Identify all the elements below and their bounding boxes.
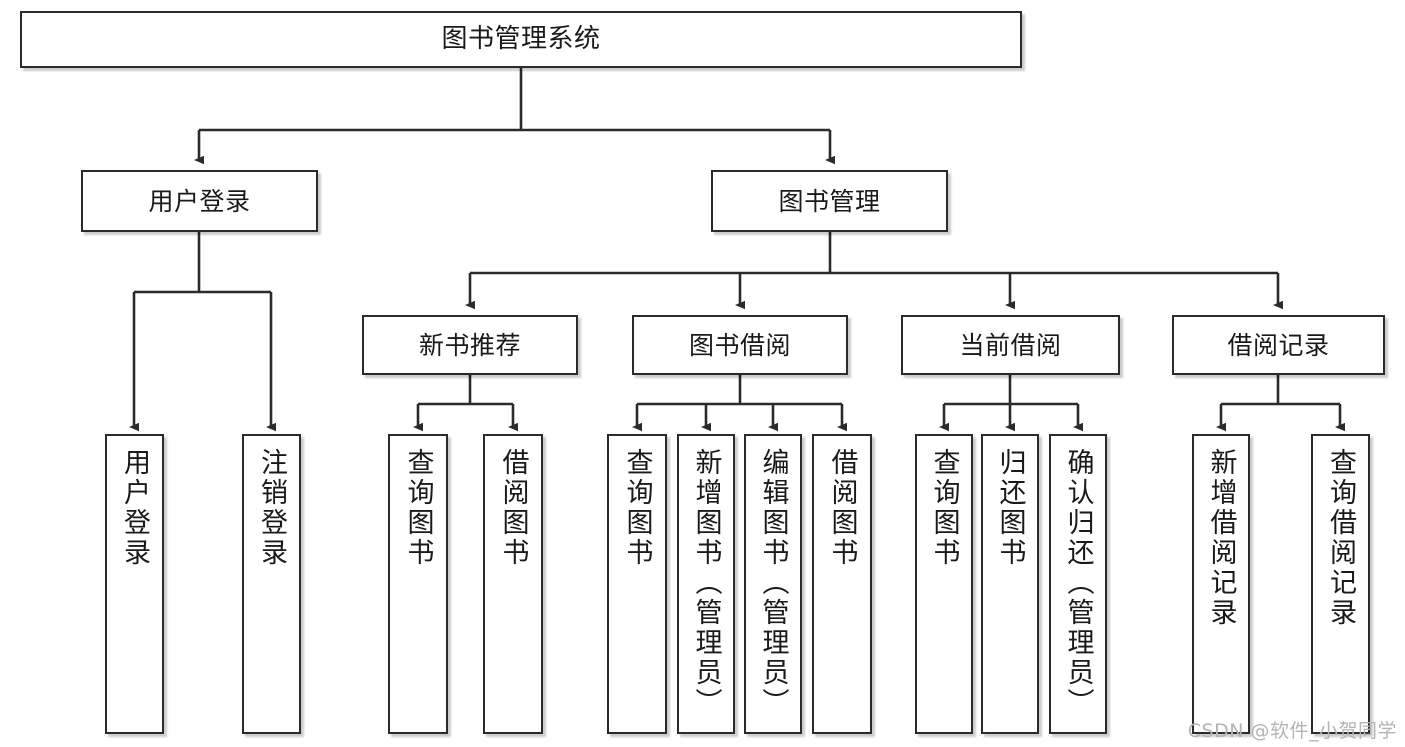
node-label: 查询图书: [402, 448, 434, 568]
watermark-text: CSDN @软件_小贺同学: [1187, 720, 1397, 742]
node-label: 用户登录: [148, 186, 251, 216]
leaf-confirm-return[interactable]: 确认归还（管理员）: [1049, 434, 1107, 734]
node-user-login[interactable]: 用户登录: [81, 170, 318, 232]
node-borrow-record[interactable]: 借阅记录: [1172, 315, 1385, 375]
node-label: 归还图书: [994, 448, 1026, 568]
node-label: 借阅图书: [497, 448, 529, 568]
leaf-borrow-book-2[interactable]: 借阅图书: [812, 434, 872, 734]
node-root-system[interactable]: 图书管理系统: [20, 11, 1022, 68]
node-book-borrow[interactable]: 图书借阅: [632, 315, 848, 375]
leaf-query-book-3[interactable]: 查询图书: [915, 434, 973, 734]
leaf-query-book-2[interactable]: 查询图书: [607, 434, 667, 734]
node-label: 编辑图书（管理员）: [757, 448, 789, 718]
leaf-return-book[interactable]: 归还图书: [981, 434, 1039, 734]
node-label: 查询图书: [928, 448, 960, 568]
leaf-add-book[interactable]: 新增图书（管理员）: [677, 434, 735, 734]
node-current-borrow[interactable]: 当前借阅: [901, 315, 1120, 375]
leaf-query-book-1[interactable]: 查询图书: [388, 434, 448, 734]
node-label: 借阅图书: [826, 448, 858, 568]
node-label: 新增借阅记录: [1205, 448, 1237, 628]
node-label: 查询借阅记录: [1325, 448, 1356, 628]
node-label: 注销登录: [256, 448, 287, 568]
leaf-borrow-book-1[interactable]: 借阅图书: [483, 434, 543, 734]
node-label: 查询图书: [621, 448, 653, 568]
node-label: 确认归还（管理员）: [1062, 448, 1094, 718]
node-label: 图书管理系统: [441, 24, 601, 55]
node-label: 图书管理: [778, 186, 881, 216]
node-label: 用户登录: [119, 448, 150, 568]
leaf-add-record[interactable]: 新增借阅记录: [1192, 434, 1250, 734]
leaf-query-record[interactable]: 查询借阅记录: [1311, 434, 1370, 734]
node-label: 新增图书（管理员）: [690, 448, 722, 718]
node-book-manage[interactable]: 图书管理: [711, 170, 948, 232]
node-label: 借阅记录: [1227, 330, 1330, 360]
node-new-book-recommend[interactable]: 新书推荐: [362, 315, 578, 375]
node-label: 新书推荐: [418, 330, 521, 360]
node-label: 图书借阅: [688, 330, 791, 360]
leaf-logout[interactable]: 注销登录: [242, 434, 301, 734]
node-label: 当前借阅: [959, 330, 1062, 360]
leaf-user-login[interactable]: 用户登录: [105, 434, 164, 734]
leaf-edit-book[interactable]: 编辑图书（管理员）: [744, 434, 802, 734]
